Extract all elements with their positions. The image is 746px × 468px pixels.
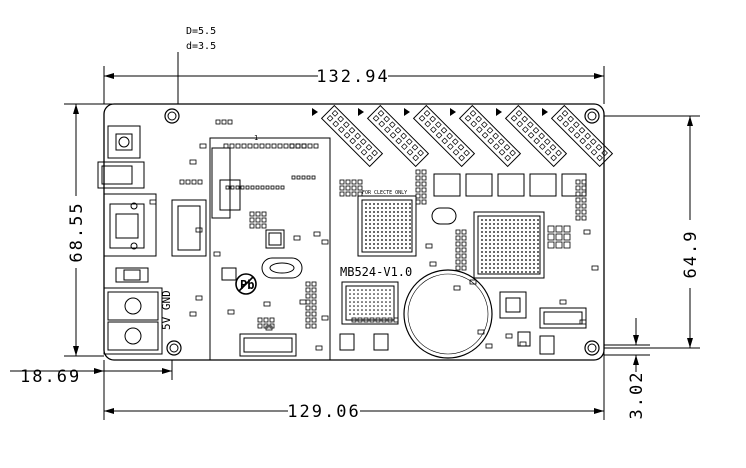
mounting-hole (584, 108, 600, 124)
hole-note-inner: d=3.5 (186, 41, 216, 52)
smd-pad (505, 333, 513, 339)
pin-header (339, 179, 363, 197)
chip-ball-grid (349, 203, 539, 315)
smd-pad (591, 265, 599, 271)
pin-header (415, 169, 427, 205)
fpga-chip (473, 211, 545, 279)
push-button (107, 125, 141, 159)
smd-pad (321, 315, 329, 321)
smd-pad (425, 243, 433, 249)
pin1-marker (358, 108, 364, 116)
driver-chips (433, 173, 587, 197)
pin1-marker (312, 108, 318, 116)
smd-pad (559, 299, 567, 305)
hub75-connector (458, 104, 522, 168)
output-header (539, 307, 587, 329)
pin-header (291, 175, 316, 180)
core-module (209, 137, 331, 361)
pin-header (223, 143, 307, 149)
pin1-marker (450, 108, 456, 116)
pin1-marker (496, 108, 502, 116)
pin-header (351, 317, 399, 323)
hub75-connector (412, 104, 476, 168)
pin-header (455, 229, 467, 271)
smd-pad (299, 299, 307, 305)
left-edge-connectors (97, 125, 163, 355)
rtc-battery (403, 269, 493, 359)
power-label: 5V GND (160, 290, 173, 330)
smd-pad (315, 345, 323, 351)
smd-pad (149, 199, 157, 205)
hub-pin1-markers (312, 108, 548, 116)
dim-bottom-offset: 3.02 (627, 371, 647, 420)
smd-pad (227, 309, 235, 315)
crystal-oscillator (261, 257, 303, 279)
pin-header (547, 225, 571, 249)
ic-chip (265, 229, 285, 249)
pin1-marker (404, 108, 410, 116)
smd-pad (321, 239, 329, 245)
hole-note-outer: D=5.5 (186, 26, 216, 37)
lead-free-mark: Pb (235, 273, 257, 295)
smd-pad (199, 143, 207, 149)
pin-header (225, 185, 285, 190)
smd-pad (265, 325, 273, 331)
smd-pad (469, 279, 477, 285)
memory-chip (357, 195, 417, 257)
hub75-connector (550, 104, 614, 168)
pin-header (179, 179, 203, 185)
crystal-small (431, 207, 457, 225)
mounting-holes (164, 108, 600, 356)
mounting-hole (166, 340, 182, 356)
pin-header (305, 281, 317, 329)
mounting-hole (584, 340, 600, 356)
smd-components (149, 119, 599, 351)
usb-port (97, 161, 145, 189)
board-model: MB524-V1.0 (340, 265, 412, 279)
hub75-connectors (320, 104, 614, 168)
smd-pad (195, 227, 203, 233)
silk-note: FOR CLECTE ONLY (362, 190, 407, 196)
lead-free-text: Pb (240, 278, 254, 292)
smd-pad (429, 261, 437, 267)
smd-pad (293, 235, 301, 241)
fuse (115, 267, 149, 283)
dimension-arrowheads (73, 73, 693, 414)
hub75-connector (366, 104, 430, 168)
smd-pad (195, 295, 203, 301)
pin-header (249, 211, 267, 229)
hub-connector-mark: 1 (254, 134, 258, 142)
pin-header (215, 119, 233, 125)
dim-overall-height: 68.55 (67, 201, 87, 262)
smd-pad (189, 159, 197, 165)
power-terminal-block (103, 287, 163, 355)
smd-pad (583, 229, 591, 235)
mounting-hole (164, 108, 180, 124)
smd-pad (485, 343, 493, 349)
smd-pad (313, 231, 321, 237)
inductor (499, 291, 527, 319)
pin1-marker (542, 108, 548, 116)
smd-pad (263, 301, 271, 307)
smd-pad (579, 319, 587, 325)
smd-pad (453, 285, 461, 291)
dim-left-offset: 18.69 (20, 367, 81, 387)
smd-pad (213, 251, 221, 257)
smd-pad (477, 329, 485, 335)
hub75-connector (504, 104, 568, 168)
pin-header (289, 143, 319, 149)
hub75-connector (320, 104, 384, 168)
smd-pad (189, 311, 197, 317)
dim-hole-pitch-height: 64.9 (681, 230, 701, 279)
dim-hole-pitch-width: 129.06 (287, 402, 360, 422)
ethernet-port (103, 193, 157, 257)
smd-pad (519, 341, 527, 347)
dim-overall-width: 132.94 (316, 67, 389, 87)
pin-header (575, 179, 587, 221)
